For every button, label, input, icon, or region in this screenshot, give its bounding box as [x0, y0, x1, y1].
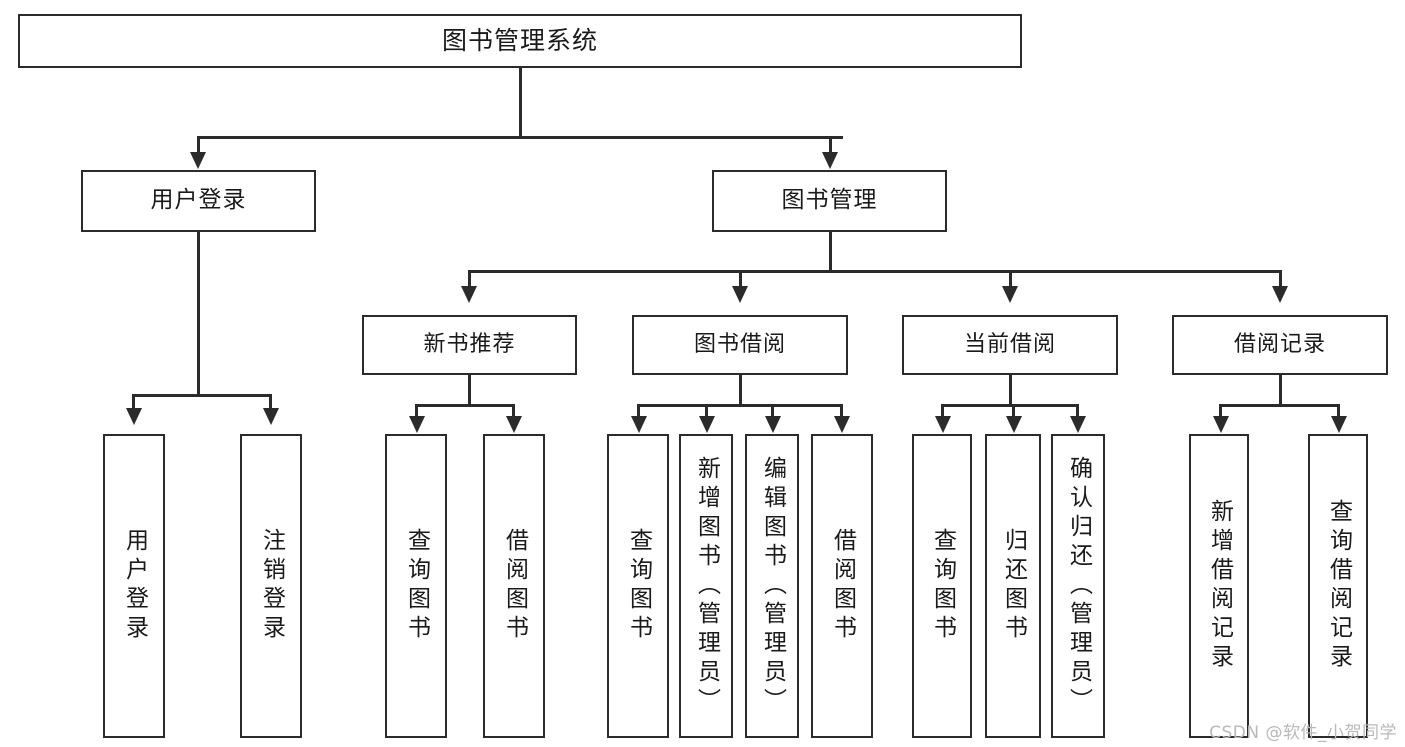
arrowhead-borrow-leaf3 — [765, 416, 781, 433]
leaf-node[interactable]: 借阅图书 — [811, 434, 873, 738]
leaf-node[interactable]: 新增图书（管理员） — [679, 434, 733, 738]
connector-newbook-stem — [468, 375, 471, 406]
node-borrow-records[interactable]: 借阅记录 — [1172, 315, 1388, 375]
node-label: 确认归还（管理员） — [1065, 455, 1092, 717]
connector-borrow-stem — [739, 375, 742, 406]
connector-records-bus — [1219, 404, 1339, 407]
connector-current-stem — [1009, 375, 1012, 406]
node-label: 查询图书 — [403, 528, 430, 644]
arrowhead-l3-borrow — [732, 286, 748, 303]
connector-root-to-login — [197, 136, 200, 154]
leaf-node[interactable]: 注销登录 — [240, 434, 302, 738]
node-label: 新书推荐 — [423, 331, 516, 357]
node-root-system[interactable]: 图书管理系统 — [18, 14, 1022, 68]
connector-current-b1 — [941, 404, 944, 418]
arrowhead-borrow-leaf2 — [699, 416, 715, 433]
connector-newbook-b1 — [415, 404, 418, 418]
connector-newbook-b2 — [512, 404, 515, 418]
connector-bookmgmt-stem — [829, 232, 832, 272]
node-label: 用户登录 — [121, 528, 148, 644]
arrowhead-borrow-leaf1 — [631, 416, 647, 433]
leaf-node[interactable]: 编辑图书（管理员） — [745, 434, 799, 738]
leaf-node[interactable]: 查询借阅记录 — [1308, 434, 1368, 738]
connector-login-to-leaf2 — [269, 394, 272, 410]
arrowhead-l3-records — [1272, 286, 1288, 303]
connector-login-bus — [132, 394, 270, 397]
connector-bookmgmt-to-records — [1279, 270, 1282, 288]
node-user-login[interactable]: 用户登录 — [81, 170, 316, 232]
connector-current-b3 — [1076, 404, 1079, 418]
connector-borrow-bus — [637, 404, 841, 407]
arrowhead-records-leaf2 — [1331, 416, 1347, 433]
leaf-node[interactable]: 查询图书 — [607, 434, 669, 738]
connector-records-b1 — [1219, 404, 1222, 418]
node-book-borrow[interactable]: 图书借阅 — [632, 315, 848, 375]
leaf-node[interactable]: 归还图书 — [985, 434, 1041, 738]
node-label: 归还图书 — [1000, 528, 1027, 644]
leaf-node[interactable]: 查询图书 — [912, 434, 972, 738]
arrowhead-login-leaf2 — [263, 408, 279, 425]
node-label: 图书借阅 — [693, 331, 786, 357]
arrowhead-l3-current — [1002, 286, 1018, 303]
arrowhead-current-leaf3 — [1070, 416, 1086, 433]
node-label: 用户登录 — [150, 187, 247, 214]
connector-bookmgmt-to-current — [1009, 270, 1012, 288]
node-label: 查询图书 — [625, 528, 652, 644]
arrowhead-login-leaf1 — [126, 408, 142, 425]
connector-bookmgmt-to-newbook — [468, 270, 471, 288]
leaf-node[interactable]: 查询图书 — [385, 434, 447, 738]
node-label: 查询图书 — [929, 528, 956, 644]
node-label: 借阅图书 — [829, 528, 856, 644]
connector-bookmgmt-to-borrow — [739, 270, 742, 288]
leaf-node[interactable]: 借阅图书 — [483, 434, 545, 738]
node-current-borrow[interactable]: 当前借阅 — [902, 315, 1118, 375]
node-label: 新增图书（管理员） — [693, 455, 720, 717]
leaf-node[interactable]: 确认归还（管理员） — [1051, 434, 1105, 738]
connector-root-to-bookmgmt — [829, 136, 832, 154]
connector-current-b2 — [1012, 404, 1015, 418]
watermark-label: CSDN @软件_小贺同学 — [1209, 723, 1397, 743]
connector-root-stem — [519, 68, 522, 138]
connector-borrow-b1 — [637, 404, 640, 418]
node-label: 编辑图书（管理员） — [759, 455, 786, 717]
node-label: 新增借阅记录 — [1206, 499, 1233, 673]
connector-records-stem — [1279, 375, 1282, 406]
connector-borrow-b4 — [840, 404, 843, 418]
arrowhead-current-leaf2 — [1006, 416, 1022, 433]
node-label: 当前借阅 — [963, 331, 1056, 357]
connector-login-stem — [197, 232, 200, 396]
arrowhead-newbook-leaf2 — [506, 416, 522, 433]
node-label: 图书管理 — [781, 187, 878, 214]
connector-login-to-leaf1 — [132, 394, 135, 410]
arrowhead-borrow-leaf4 — [834, 416, 850, 433]
node-label: 借阅记录 — [1233, 331, 1326, 357]
connector-root-bus — [197, 136, 843, 139]
leaf-node[interactable]: 用户登录 — [103, 434, 165, 738]
leaf-node[interactable]: 新增借阅记录 — [1189, 434, 1249, 738]
node-label: 查询借阅记录 — [1325, 499, 1352, 673]
node-new-book-recommend[interactable]: 新书推荐 — [362, 315, 577, 375]
connector-borrow-b2 — [705, 404, 708, 418]
arrowhead-current-leaf1 — [935, 416, 951, 433]
arrowhead-records-leaf1 — [1213, 416, 1229, 433]
connector-bookmgmt-bus — [468, 270, 1280, 273]
arrowhead-newbook-leaf1 — [409, 416, 425, 433]
arrowhead-root-to-bookmgmt — [822, 152, 838, 169]
connector-newbook-bus — [415, 404, 514, 407]
node-book-management[interactable]: 图书管理 — [712, 170, 947, 232]
connector-current-bus — [941, 404, 1078, 407]
connector-records-b2 — [1337, 404, 1340, 418]
node-label: 借阅图书 — [501, 528, 528, 644]
node-label: 注销登录 — [258, 528, 285, 644]
connector-borrow-b3 — [771, 404, 774, 418]
arrowhead-root-to-login — [190, 152, 206, 169]
arrowhead-l3-newbook — [461, 286, 477, 303]
node-label: 图书管理系统 — [441, 26, 598, 55]
